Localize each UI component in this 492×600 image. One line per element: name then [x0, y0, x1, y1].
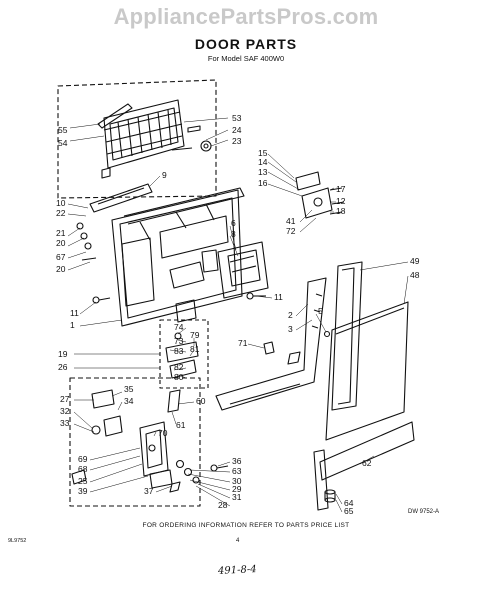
callout-label: 33	[60, 418, 70, 428]
callout-label: 74	[174, 322, 184, 332]
inner-door-panel	[111, 189, 243, 327]
callout-label: 17	[336, 184, 346, 194]
callout-label: 11	[274, 292, 283, 302]
door-handle	[89, 183, 153, 213]
callout-label: 39	[78, 486, 88, 496]
callout-label: 5	[318, 306, 323, 316]
outer-door-frame	[331, 261, 363, 411]
hinge-group-outline	[159, 319, 209, 389]
callout-label: 83	[174, 346, 184, 356]
callout-label: 3	[288, 324, 293, 334]
callout-label: 69	[78, 454, 88, 464]
callout-label: 32	[60, 406, 70, 416]
callout-label: 31	[232, 492, 242, 502]
callout-label: 37	[144, 486, 154, 496]
callout-label: 16	[258, 178, 268, 188]
vent-panel	[103, 99, 185, 169]
handwritten-note: 491-8-4	[217, 563, 257, 578]
bottom-trim-panel	[319, 421, 415, 481]
callout-label: 34	[124, 396, 134, 406]
callout-label: 65	[344, 506, 354, 516]
callout-label: 12	[336, 196, 346, 206]
callout-label: 18	[336, 206, 346, 216]
dispenser-frame	[217, 241, 269, 299]
vent-group-outline	[57, 79, 217, 199]
callout-label: 82	[174, 362, 184, 372]
callout-label: 68	[78, 464, 88, 474]
callout-label: 15	[258, 148, 268, 158]
callout-label: 1	[70, 320, 75, 330]
callout-label: 36	[232, 456, 242, 466]
callout-label: 19	[58, 349, 68, 359]
outer-door-panel	[325, 301, 409, 441]
callout-label: 64	[344, 498, 354, 508]
watermark: AppliancePartsPros.com	[113, 4, 379, 29]
callout-label: 35	[124, 384, 134, 394]
callout-label: 63	[232, 466, 242, 476]
callout-label: 72	[286, 226, 296, 236]
page-code: 9L9752	[8, 538, 27, 544]
callout-label: 13	[258, 167, 268, 177]
page-number: 4	[236, 538, 240, 544]
callout-label: 25	[78, 476, 88, 486]
callout-label: 73	[174, 336, 184, 346]
hinge-cam	[295, 171, 321, 191]
spring-clip	[263, 341, 275, 355]
page-title: DOOR PARTS	[194, 36, 298, 52]
callout-label: 81	[190, 344, 200, 354]
callout-label: 23	[232, 136, 242, 146]
callout-label: 67	[56, 252, 66, 262]
callout-label: 11	[70, 308, 79, 318]
callout-label: 10	[56, 198, 66, 208]
drawing-number: DW 9752-A	[408, 509, 440, 515]
callout-label: 9	[162, 170, 167, 180]
vent-cap	[97, 103, 133, 129]
callout-label: 61	[176, 420, 186, 430]
callout-label: 2	[288, 310, 293, 320]
callout-label: 27	[60, 394, 70, 404]
callout-label: 26	[58, 362, 68, 372]
callout-label: 6	[231, 218, 236, 228]
callout-label: 60	[196, 396, 206, 406]
callout-label: 21	[56, 228, 66, 238]
callout-label: 29	[232, 484, 242, 494]
callout-label: 53	[232, 113, 242, 123]
callout-label: 22	[56, 208, 66, 218]
callout-label: 20	[56, 238, 66, 248]
callout-label: 24	[232, 125, 242, 135]
callout-label: 14	[258, 157, 268, 167]
callout-label: 49	[410, 256, 420, 266]
callout-label: 80	[174, 372, 184, 382]
callout-label: 28	[218, 500, 228, 510]
latch-group-outline	[69, 377, 201, 507]
hinge-bracket	[215, 277, 327, 411]
callout-label: 70	[158, 428, 168, 438]
callout-labels: 53 24 23 55 54 9 10 22 21 20 67 20 15 14…	[56, 113, 420, 516]
callout-label: 55	[58, 125, 68, 135]
callout-label: 48	[410, 270, 420, 280]
callout-label: 30	[232, 476, 242, 486]
model-subtitle: For Model SAF 400W0	[207, 54, 285, 63]
ordering-footer-note: FOR ORDERING INFORMATION REFER TO PARTS …	[142, 522, 350, 529]
callout-label: 62	[362, 458, 372, 468]
callout-label: 41	[286, 216, 296, 226]
callout-label: 54	[58, 138, 68, 148]
callout-label: 20	[56, 264, 66, 274]
callout-label: 79	[190, 330, 200, 340]
callout-label: 8	[231, 229, 236, 239]
callout-label: 71	[238, 338, 248, 348]
